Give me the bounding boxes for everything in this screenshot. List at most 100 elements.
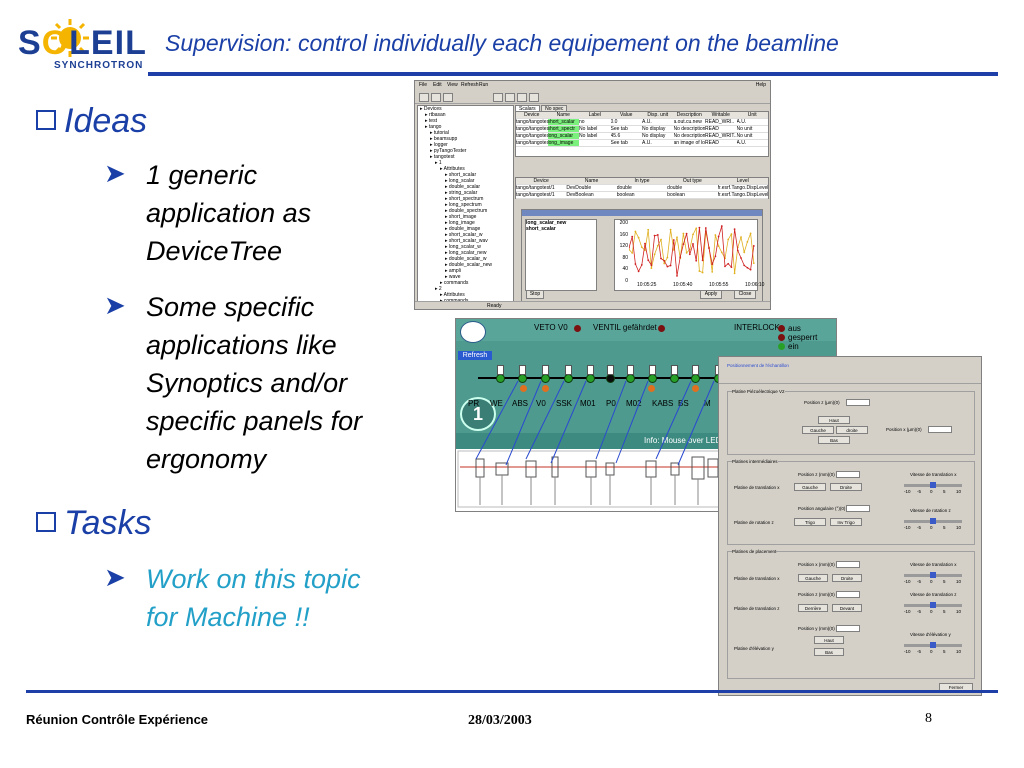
tree-node[interactable]: ▸ long_image	[445, 220, 475, 226]
inv-trigo-button[interactable]: Inv Trigo	[830, 518, 862, 526]
column-header[interactable]: Description	[676, 112, 702, 118]
menu-help[interactable]: Help	[755, 82, 766, 88]
station-label[interactable]: M02	[626, 399, 642, 408]
tree-node[interactable]: ▸ ampli	[445, 268, 461, 274]
table-row[interactable]: tango/tangotest/1short_scalarno0.0A.U.a.…	[516, 119, 768, 126]
tree-node[interactable]: ▸ double_image	[445, 226, 481, 232]
menu-view[interactable]: View	[447, 82, 458, 88]
bas-button[interactable]: Bas	[814, 648, 844, 656]
tree-node[interactable]: ▸ long_scalar_w	[445, 244, 481, 250]
pos-field[interactable]	[846, 505, 870, 512]
column-header[interactable]: Unit	[747, 112, 757, 118]
column-header[interactable]: Name	[556, 112, 570, 118]
tree-node[interactable]: ▸ beamsupp	[430, 136, 458, 142]
droite-button[interactable]: Droite	[832, 574, 862, 582]
toolbar-button[interactable]	[529, 93, 539, 102]
pos-field[interactable]	[836, 471, 860, 478]
position-x-field[interactable]	[928, 426, 952, 433]
tree-node[interactable]: ▸ double_spectrum	[445, 208, 488, 214]
list-item[interactable]: long_scalar_new	[526, 220, 567, 226]
tree-node[interactable]: ▸ rtbasan	[425, 112, 446, 118]
toolbar-button[interactable]	[517, 93, 527, 102]
droite-button[interactable]: Droite	[830, 483, 862, 491]
tree-node[interactable]: ▸ long_scalar	[445, 178, 475, 184]
speed-slider[interactable]	[904, 642, 962, 648]
stop-button[interactable]: Stop	[526, 290, 544, 299]
haut-button[interactable]: Haut	[818, 416, 850, 424]
status-led[interactable]	[542, 385, 549, 392]
menu-file[interactable]: File	[419, 82, 428, 88]
pos-field[interactable]	[836, 625, 860, 632]
station-label[interactable]: M01	[580, 399, 596, 408]
toolbar-button[interactable]	[443, 93, 453, 102]
tree-node[interactable]: ▸ short_image	[445, 214, 477, 220]
haut-button[interactable]: Haut	[814, 636, 844, 644]
menu-edit[interactable]: Edit	[433, 82, 442, 88]
column-header[interactable]: Device	[533, 178, 549, 184]
tree-node[interactable]: ▸ logger	[430, 142, 448, 148]
tree-node[interactable]: ▸ short_spectrum	[445, 196, 484, 202]
tree-node[interactable]: ▸ 1	[435, 160, 442, 166]
pos-field[interactable]	[836, 591, 860, 598]
speed-slider[interactable]	[904, 572, 962, 578]
tree-node[interactable]: ▸ tangotest	[430, 154, 455, 160]
tree-node[interactable]: ▸ test	[425, 118, 437, 124]
devant-button[interactable]: Devant	[832, 604, 862, 612]
column-header[interactable]: Disp. unit	[647, 112, 669, 118]
menu-refresh[interactable]: Refresh	[461, 82, 479, 88]
bas-button[interactable]: Bas	[818, 436, 850, 444]
tree-node[interactable]: ▸ short_scalar	[445, 172, 477, 178]
position-z-field[interactable]	[846, 399, 870, 406]
slider-knob[interactable]	[930, 642, 936, 648]
station-label[interactable]: M	[704, 399, 711, 408]
tree-node[interactable]: ▸ commands	[440, 280, 469, 286]
station-label[interactable]: WE	[490, 399, 503, 408]
column-header[interactable]: Name	[584, 178, 599, 184]
tree-node[interactable]: ▸ Attributes	[440, 292, 465, 298]
tree-node[interactable]: ▸ 2	[435, 286, 442, 292]
close-button[interactable]: Close	[734, 290, 756, 299]
tree-node[interactable]: ▸ short_scalar_wav	[445, 238, 488, 244]
gauche-button[interactable]: Gauche	[798, 574, 828, 582]
tree-node[interactable]: ▸ tango	[425, 124, 442, 130]
toolbar-button[interactable]	[431, 93, 441, 102]
toolbar-button[interactable]	[505, 93, 515, 102]
tree-node[interactable]: ▸ Devices	[420, 106, 442, 112]
tree-node[interactable]: ▸ double_scalar	[445, 184, 481, 190]
station-label[interactable]: V0	[536, 399, 546, 408]
speed-slider[interactable]	[904, 602, 962, 608]
refresh-button[interactable]: Refresh	[458, 351, 492, 360]
droite-button[interactable]: droite	[836, 426, 868, 434]
station-label[interactable]: P0	[606, 399, 616, 408]
status-led[interactable]	[692, 385, 699, 392]
column-header[interactable]: In type	[634, 178, 650, 184]
column-header[interactable]: Level	[736, 178, 749, 184]
tree-node[interactable]: ▸ double_scalar_new	[445, 262, 492, 268]
trigo-button[interactable]: Trigo	[794, 518, 826, 526]
tree-node[interactable]: ▸ long_scalar_new	[445, 250, 487, 256]
column-header[interactable]: Device	[524, 112, 540, 118]
slider-knob[interactable]	[930, 482, 936, 488]
station-label[interactable]: PR	[468, 399, 480, 408]
derriere-button[interactable]: Derrière	[798, 604, 828, 612]
toolbar-button[interactable]	[493, 93, 503, 102]
pos-field[interactable]	[836, 561, 860, 568]
station-label[interactable]: ABS	[512, 399, 529, 408]
slider-knob[interactable]	[930, 572, 936, 578]
slider-knob[interactable]	[930, 602, 936, 608]
station-label[interactable]: BS	[678, 399, 689, 408]
list-item[interactable]: short_scalar	[526, 226, 556, 232]
column-header[interactable]: Writable	[711, 112, 730, 118]
tree-node[interactable]: ▸ double_scalar_w	[445, 256, 487, 262]
toolbar-button[interactable]	[419, 93, 429, 102]
column-header[interactable]: Label	[588, 112, 601, 118]
speed-slider[interactable]	[904, 482, 962, 488]
column-header[interactable]: Out type	[682, 178, 702, 184]
tree-node[interactable]: ▸ long_spectrum	[445, 202, 482, 208]
tree-node[interactable]: ▸ string_scalar	[445, 190, 478, 196]
tree-node[interactable]: ▸ tutorial	[430, 130, 449, 136]
